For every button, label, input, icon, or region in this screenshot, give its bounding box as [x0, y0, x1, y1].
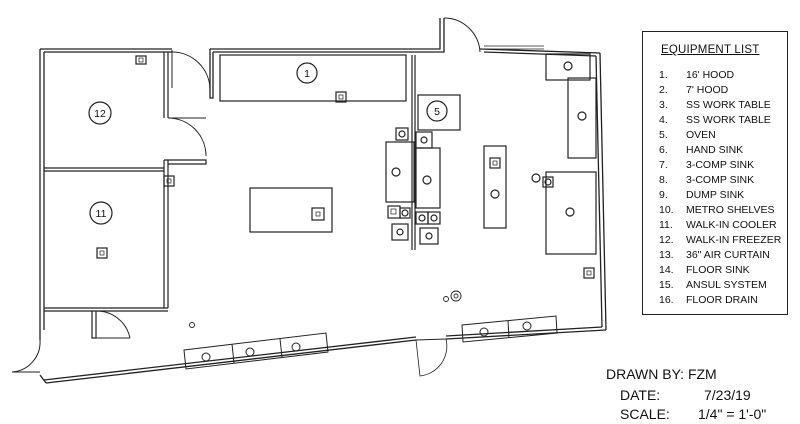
legend-item: 8. 3-COMP SINK — [659, 173, 781, 188]
legend-item-label: 7' HOOD — [686, 84, 729, 96]
hood-16ft: 1 — [219, 54, 407, 103]
legend-item: 16. FLOOR DRAIN — [659, 293, 781, 308]
legend-item: 11. WALK-IN COOLER — [659, 218, 781, 233]
walk-in-freezer: 12 — [88, 55, 147, 125]
cooler-tag: 11 — [96, 208, 107, 220]
legend-item-label: ANSUL SYSTEM — [686, 279, 767, 291]
floor-plan: 12 11 1 5 — [11, 17, 607, 384]
legend-item-number: 11. — [659, 219, 673, 231]
legend-item-label: SS WORK TABLE — [686, 99, 771, 111]
legend-item: 7. 3-COMP SINK — [659, 158, 781, 173]
legend-item: 2. 7' HOOD — [659, 83, 781, 98]
legend-item-number: 14. — [659, 264, 674, 276]
legend-item: 1. 16' HOOD — [659, 68, 781, 83]
legend-list: 1. 16' HOOD 2. 7' HOOD 3. SS WORK TABLE 4. SS W… — [659, 68, 781, 308]
island-table — [483, 145, 507, 229]
legend-item: 14. FLOOR SINK — [659, 263, 781, 278]
legend-item-label: WALK-IN COOLER — [686, 219, 777, 231]
cook-line-equipment — [385, 127, 441, 245]
legend-item-number: 5. — [659, 129, 668, 141]
scale-value: 1/4" = 1'-0" — [698, 406, 767, 422]
legend-item-number: 8. — [659, 174, 668, 186]
metro-shelves-right — [461, 315, 558, 343]
legend-item-label: SS WORK TABLE — [686, 114, 771, 126]
metro-shelves-left — [183, 332, 329, 370]
legend-item-number: 16. — [659, 294, 674, 306]
legend-item-number: 9. — [659, 189, 668, 201]
exterior-walls — [39, 18, 607, 384]
legend-item-label: FLOOR DRAIN — [686, 294, 758, 306]
legend-item-label: HAND SINK — [686, 144, 744, 156]
legend-item-label: METRO SHELVES — [686, 204, 775, 216]
legend-item-label: OVEN — [686, 129, 716, 141]
legend-item-number: 3. — [659, 99, 668, 111]
legend-item-number: 13. — [659, 249, 674, 261]
legend-item: 15. ANSUL SYSTEM — [659, 278, 781, 293]
legend-item-label: WALK-IN FREEZER — [686, 234, 782, 246]
legend-item-label: 3-COMP SINK — [686, 159, 755, 171]
freezer-tag: 12 — [94, 108, 106, 120]
legend-item-number: 1. — [659, 69, 668, 81]
scale-label: SCALE: — [620, 406, 670, 422]
oven: 5 — [417, 94, 461, 131]
legend-item-label: 36" AIR CURTAIN — [686, 249, 770, 261]
equipment-legend: EQUIPMENT LIST 1. 16' HOOD 2. 7' HOOD 3. SS W… — [642, 31, 788, 315]
legend-item: 12. WALK-IN FREEZER — [659, 233, 781, 248]
legend-item-label: DUMP SINK — [686, 189, 745, 201]
drawn-by-label: DRAWN BY: — [606, 366, 685, 382]
legend-item-label: FLOOR SINK — [686, 264, 750, 276]
interior-walls — [44, 52, 416, 339]
hood-tag: 1 — [304, 68, 310, 80]
doors — [11, 17, 481, 377]
legend-item-number: 2. — [659, 84, 668, 96]
legend-item-number: 6. — [659, 144, 668, 156]
legend-item-number: 10. — [659, 204, 674, 216]
legend-item-label: 16' HOOD — [686, 69, 735, 81]
legend-item-label: 3-COMP SINK — [686, 174, 755, 186]
legend-item: 4. SS WORK TABLE — [659, 113, 781, 128]
legend-item: 3. SS WORK TABLE — [659, 98, 781, 113]
legend-item-number: 7. — [659, 159, 668, 171]
floor-drains — [189, 290, 462, 328]
legend-item: 9. DUMP SINK — [659, 188, 781, 203]
date-value: 7/23/19 — [704, 387, 751, 403]
drawn-by-row: DRAWN BY: FZM — [606, 366, 717, 382]
oven-tag: 5 — [434, 106, 440, 118]
legend-item: 6. HAND SINK — [659, 143, 781, 158]
date-label: DATE: — [620, 387, 661, 403]
legend-item-number: 12. — [659, 234, 674, 246]
legend-item-number: 15. — [659, 279, 674, 291]
legend-item: 13. 36" AIR CURTAIN — [659, 248, 781, 263]
walk-in-cooler: 11 — [89, 175, 175, 259]
legend-item: 5. OVEN — [659, 128, 781, 143]
legend-item-number: 4. — [659, 114, 668, 126]
right-wall-equipment — [531, 53, 597, 279]
legend-item: 10. METRO SHELVES — [659, 203, 781, 218]
center-work-table — [249, 187, 333, 233]
legend-title: EQUIPMENT LIST — [661, 44, 760, 56]
drawn-by-value: FZM — [687, 366, 717, 382]
